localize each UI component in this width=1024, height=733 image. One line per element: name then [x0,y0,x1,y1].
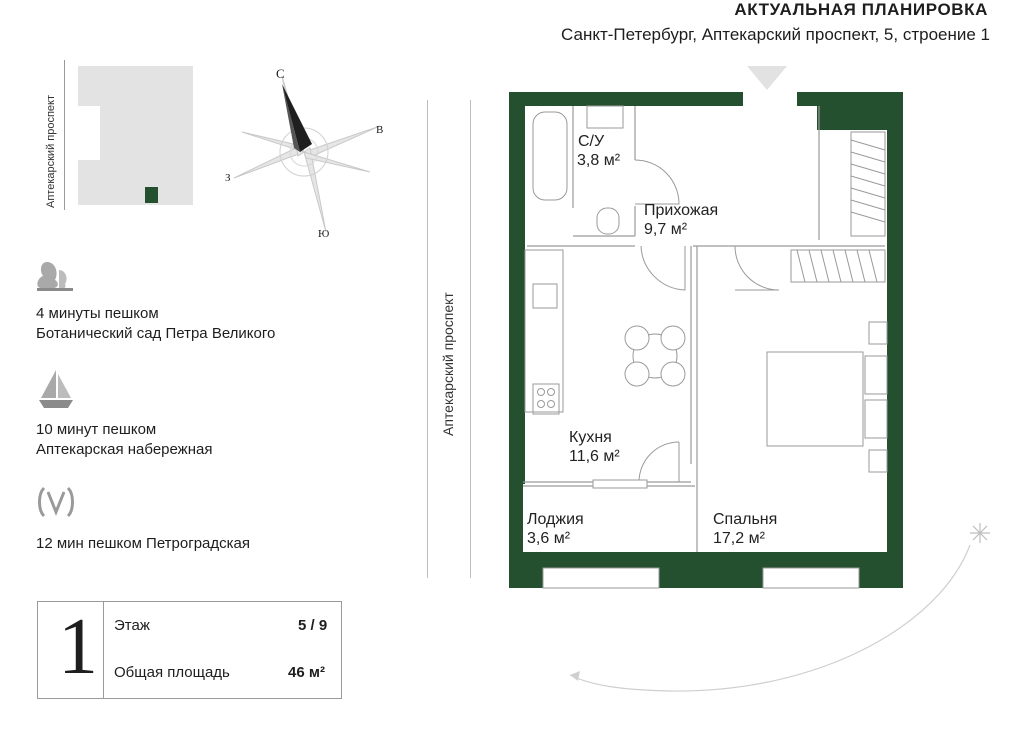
room-hallway-area: 9,7 м² [644,221,688,238]
window-bedroom [762,567,860,589]
floor-label: Этаж [114,617,150,634]
metro-icon [38,486,74,518]
feature-metro-text: 12 мин пешком Петроградская [36,535,250,552]
street-line-plan-right [470,100,471,578]
bedroom-wardrobe [790,249,886,283]
info-box [37,601,342,699]
page-title: АКТУАЛЬНАЯ ПЛАНИРОВКА [734,0,988,19]
site-map [78,66,193,205]
tree-icon [37,262,73,291]
feature-garden-line1: 4 минуты пешком [36,305,159,322]
room-hallway-name: Прихожая [644,202,719,219]
area-value: 46 м² [288,664,325,681]
street-label-plan: Аптекарский проспект [440,292,456,436]
street-label-left: Аптекарский проспект [45,94,57,208]
loggia-door [638,441,680,483]
street-line-left [64,60,65,210]
feature-embankment-line1: 10 минут пешком [36,421,157,438]
room-kitchen-area: 11,6 м² [569,448,620,465]
hall-wardrobe [850,131,886,237]
room-bathroom-area: 3,8 м² [577,152,621,169]
dining-table [624,325,686,387]
room-bathroom-name: С/У [578,133,605,150]
room-bedroom-area: 17,2 м² [713,530,765,547]
bathroom-door [634,159,680,205]
address-text: Санкт-Петербург, Аптекарский проспект, 5… [561,25,990,44]
site-map-marker [145,187,158,203]
info-divider [103,601,104,699]
feature-garden-line2: Ботанический сад Петра Великого [36,325,276,342]
toilet [596,207,620,235]
moon-icon [539,647,556,667]
north-arrow [282,84,312,152]
site-map-building [78,66,193,205]
sun-path [539,523,990,692]
bedroom-door [734,245,780,291]
loggia-door-frame [592,479,648,489]
floor-plan [509,66,903,589]
window-loggia [542,567,660,589]
room-bedroom-name: Спальня [713,511,778,528]
area-label: Общая площадь [114,664,230,681]
room-kitchen-name: Кухня [569,429,612,446]
bed [766,321,888,473]
kitchen-counter [524,249,564,415]
room-loggia-area: 3,6 м² [527,530,571,547]
street-line-plan-left [427,100,428,578]
room-loggia-name: Лоджия [527,511,584,528]
compass-south-label: Ю [318,228,330,240]
entrance-arrow [747,66,787,90]
compass-west-label: З [225,172,231,184]
compass-east-label: В [376,124,384,136]
bathtub [532,111,568,201]
floor-number: 1 [58,603,98,691]
sun-icon [970,523,990,543]
compass-north-label: С [276,66,285,81]
compass-rose [233,75,381,233]
bathroom-sink [586,105,624,129]
floor-value: 5 / 9 [298,617,328,634]
feature-embankment-line2: Аптекарская набережная [36,441,213,458]
sailboat-icon [39,370,73,408]
kitchen-door [640,245,686,291]
